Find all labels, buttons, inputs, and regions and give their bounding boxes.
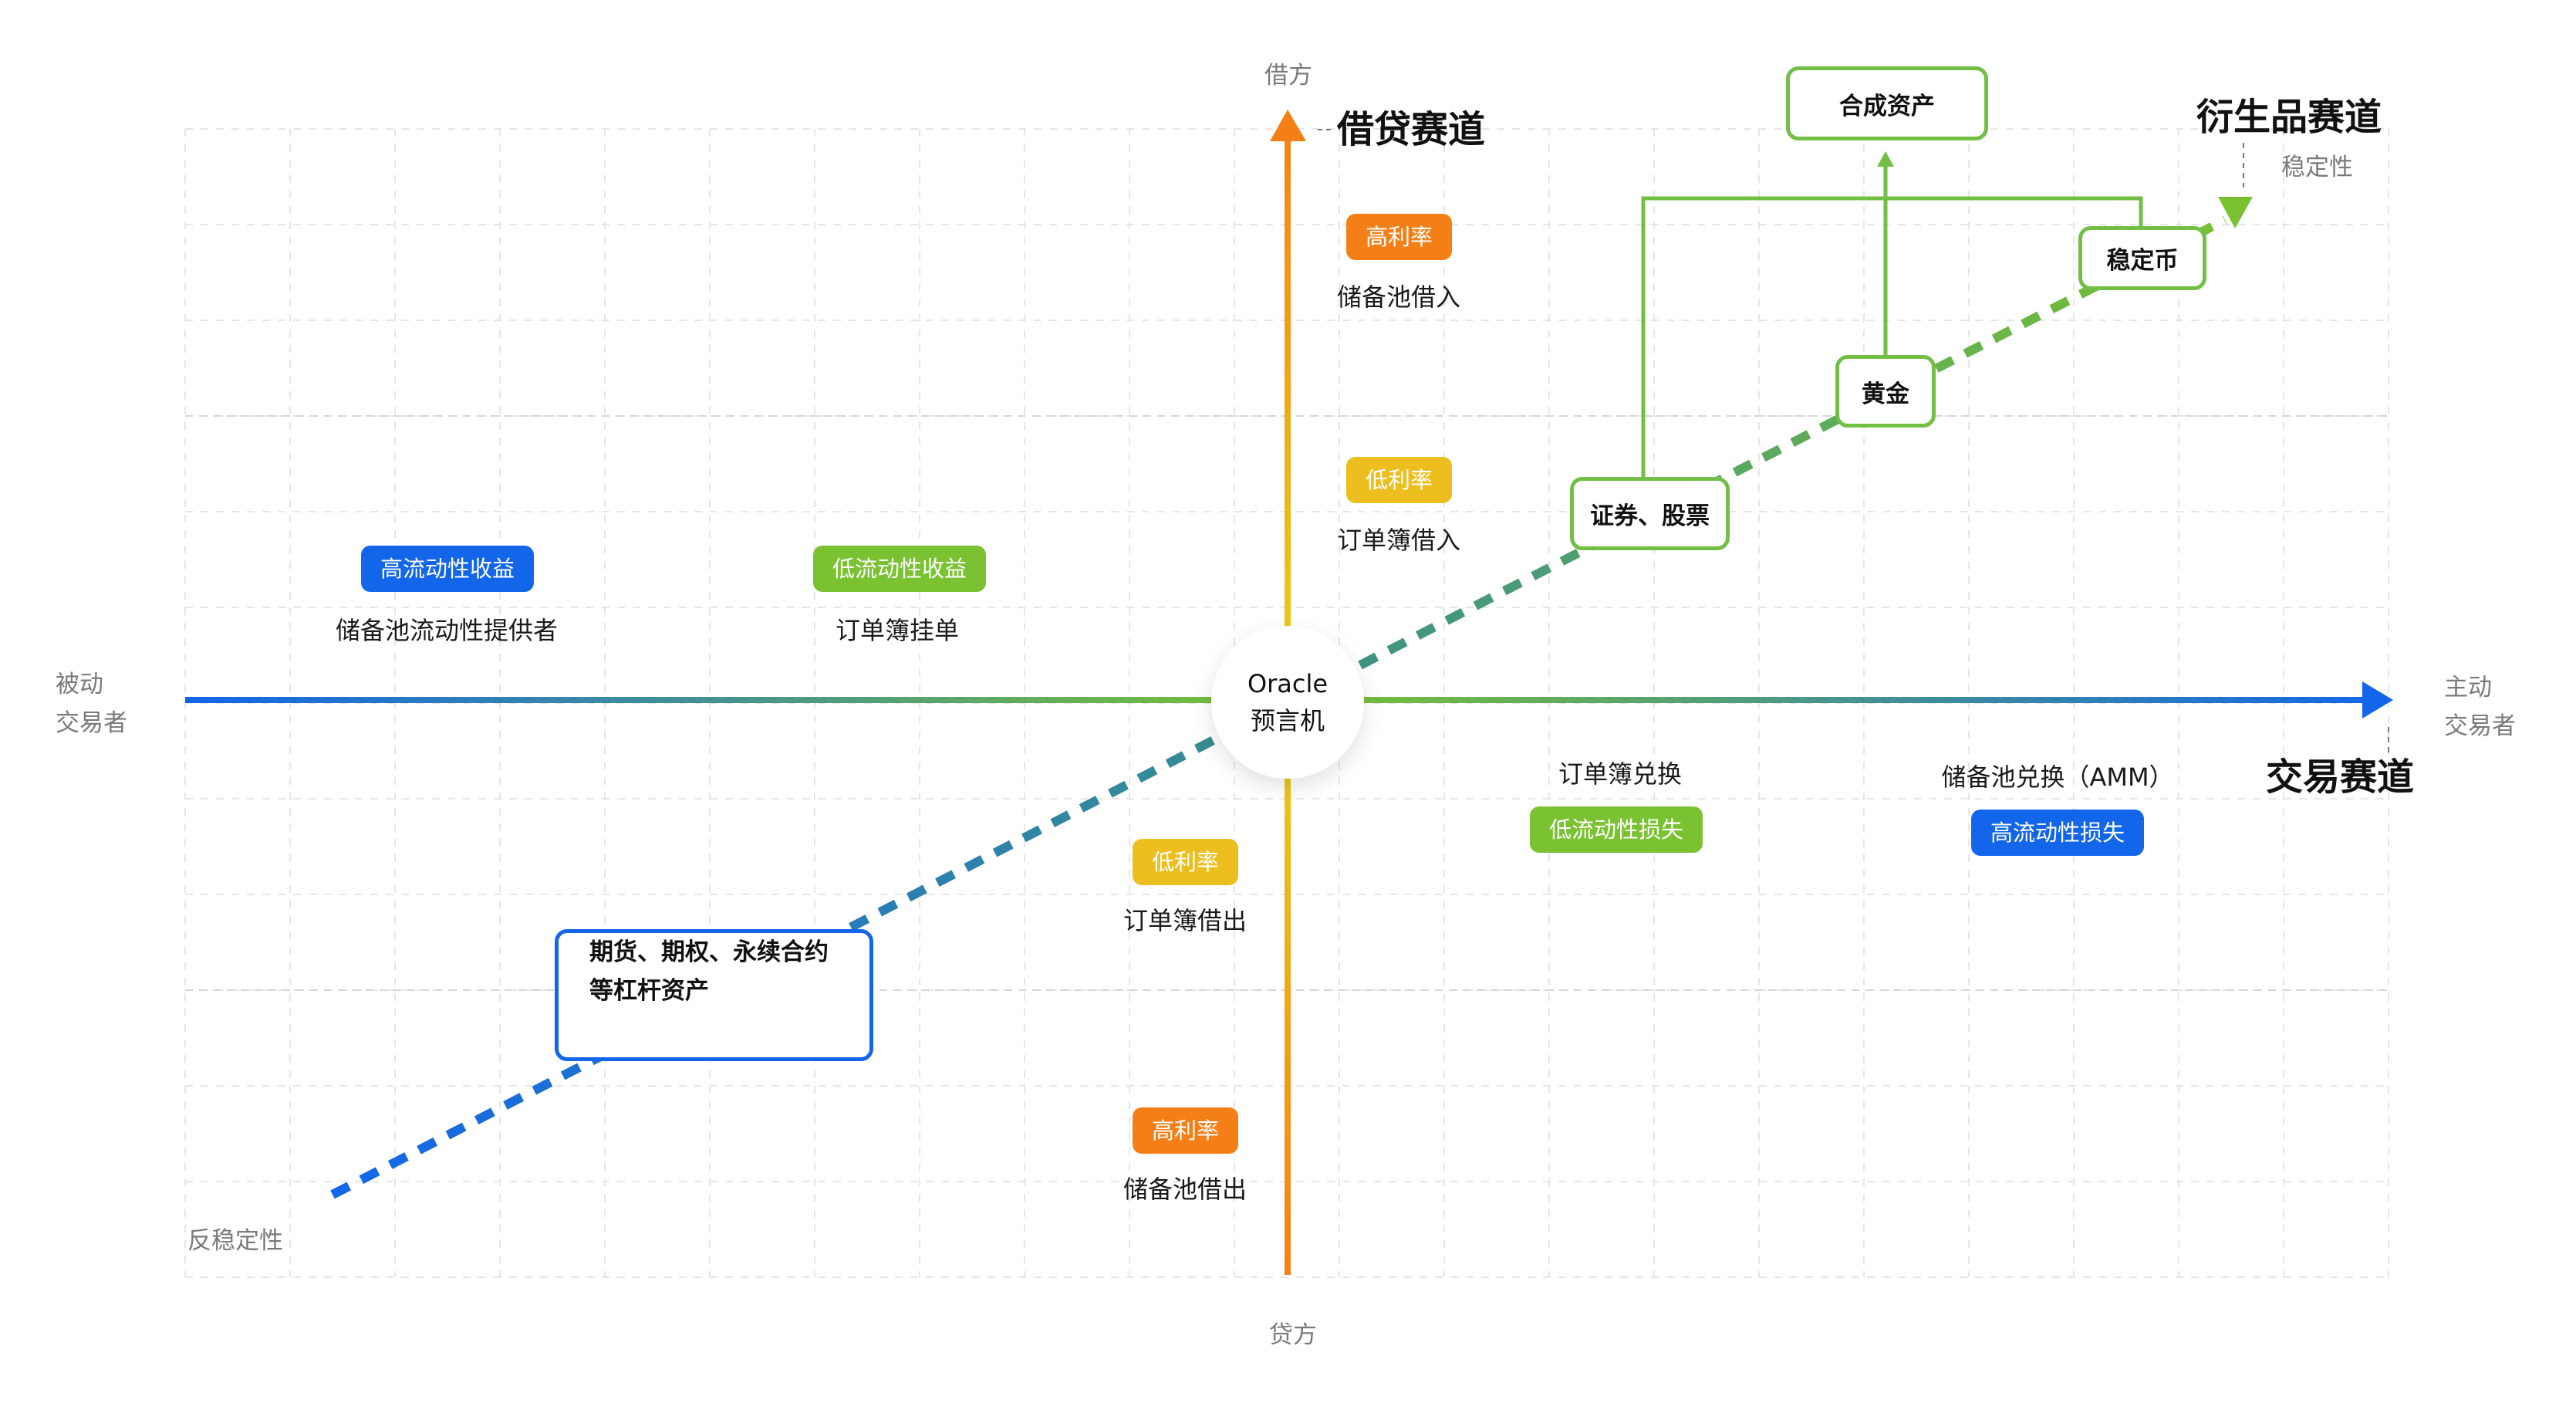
leverage-assets-label-1: 期货、期权、永续合约 (589, 938, 829, 966)
lending-axis-arrow-head (1270, 110, 1306, 141)
reserve-pool-swap-label: 储备池兑换（AMM） (1941, 762, 2174, 792)
securities-stocks-node[interactable]: 证券、股票 (1570, 477, 1730, 550)
stablecoin-label: 稳定币 (2106, 247, 2179, 275)
derivatives-connector (1641, 196, 2143, 477)
badge-high-liquidity-yield: 高流动性收益 (361, 546, 534, 592)
axis-top-label: 借方 (1264, 62, 1312, 90)
stability-arrow-head (2218, 197, 2253, 228)
stablecoin-node[interactable]: 稳定币 (2078, 226, 2206, 290)
leverage-assets-label-2: 等杠杆资产 (589, 977, 709, 1005)
synthetic-arrow-head (1877, 151, 1894, 167)
oracle-node[interactable]: Oracle 预言机 (1211, 626, 1364, 779)
orderbook-lend-label: 订单簿借出 (1123, 906, 1247, 935)
orderbook-swap-label: 订单簿兑换 (1558, 759, 1683, 789)
badge-low-rate: 低利率 (1133, 839, 1238, 885)
gold-node[interactable]: 黄金 (1835, 355, 1936, 428)
axis-right-label-2: 交易者 (2444, 712, 2516, 740)
badge-low-liquidity-loss: 低流动性损失 (1530, 806, 1703, 853)
anti-stability-label: 反稳定性 (187, 1227, 283, 1255)
leverage-assets-node[interactable]: 期货、期权、永续合约 等杠杆资产 (555, 929, 873, 1061)
gold-label: 黄金 (1862, 380, 1909, 408)
reserve-pool-lp-label: 储备池流动性提供者 (335, 616, 559, 645)
axis-left-label-2: 交易者 (56, 709, 127, 737)
stability-axis-upper (1358, 215, 2227, 670)
trading-track-title: 交易赛道 (2266, 756, 2415, 799)
axis-bottom-label: 贷方 (1269, 1321, 1317, 1349)
axis-right-label-1: 主动 (2444, 674, 2492, 702)
oracle-label-cn: 预言机 (1250, 706, 1325, 735)
badge-high-rate: 高利率 (1346, 214, 1452, 260)
orderbook-borrow-label: 订单簿借入 (1336, 526, 1461, 555)
derivatives-track-title: 衍生品赛道 (2196, 96, 2382, 139)
synthetic-assets-label: 合成资产 (1839, 92, 1935, 120)
badge-high-liquidity-loss: 高流动性损失 (1971, 810, 2144, 856)
trading-axis-arrow-head (2362, 681, 2393, 718)
badge-low-liquidity-yield: 低流动性收益 (813, 546, 986, 592)
reserve-pool-borrow-label: 储备池借入 (1336, 282, 1461, 312)
orderbook-maker-label: 订单簿挂单 (835, 616, 960, 645)
stability-label: 稳定性 (2281, 154, 2353, 181)
badge-high-rate: 高利率 (1133, 1107, 1238, 1154)
reserve-pool-lend-label: 储备池借出 (1123, 1175, 1247, 1204)
securities-stocks-label: 证券、股票 (1590, 502, 1710, 530)
axis-left-label-1: 被动 (56, 671, 103, 698)
synthetic-assets-node[interactable]: 合成资产 (1786, 66, 1988, 140)
oracle-label: Oracle (1247, 669, 1329, 698)
badge-low-rate: 低利率 (1346, 457, 1452, 503)
lending-track-title: 借贷赛道 (1337, 108, 1486, 151)
